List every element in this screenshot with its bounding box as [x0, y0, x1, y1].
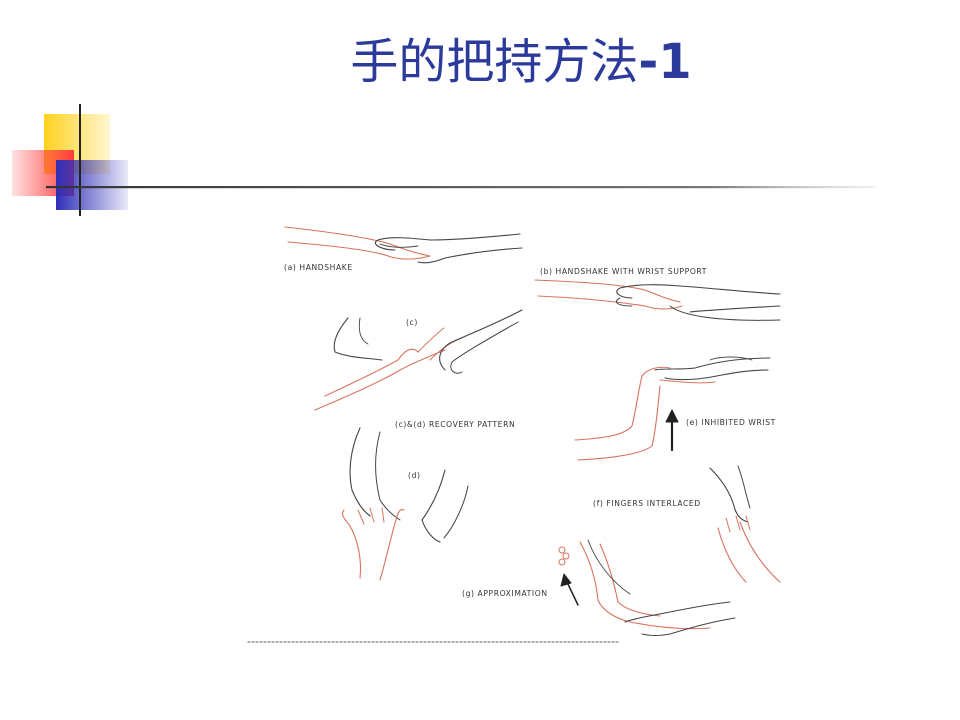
- hand-holding-illustration: (a) HANDSHAKE (b) HANDSHAKE WITH WRIST S…: [247, 226, 781, 643]
- label-a: (a) HANDSHAKE: [284, 263, 353, 272]
- label-d: (d): [408, 471, 421, 480]
- figure-a-handshake: [284, 226, 523, 264]
- figure-e-inhibited-wrist: [574, 356, 771, 461]
- label-e: (e) INHIBITED WRIST: [686, 418, 776, 427]
- label-cd: (c)&(d) RECOVERY PATTERN: [395, 420, 515, 429]
- label-c: (c): [406, 318, 418, 327]
- slide-title-text: 手的把持方法: [350, 34, 639, 90]
- figure-b-wrist-support: [534, 279, 781, 321]
- figure-f-fingers-interlaced: [709, 465, 781, 583]
- label-g: (g) APPROXIMATION: [462, 589, 548, 598]
- label-b: (b) HANDSHAKE WITH WRIST SUPPORT: [540, 267, 707, 276]
- divider-line: [46, 186, 876, 189]
- vertical-line: [79, 104, 81, 216]
- corner-decoration: [12, 104, 876, 216]
- figure-g-approximation: [558, 539, 736, 636]
- slide-title-number: -1: [638, 34, 692, 90]
- slide-title: 手的把持方法-1: [0, 22, 960, 92]
- label-f: (f) FINGERS INTERLACED: [593, 499, 701, 508]
- figure-c-recovery: [314, 309, 523, 411]
- blue-square: [56, 160, 128, 210]
- figure-d-recovery: [341, 427, 469, 581]
